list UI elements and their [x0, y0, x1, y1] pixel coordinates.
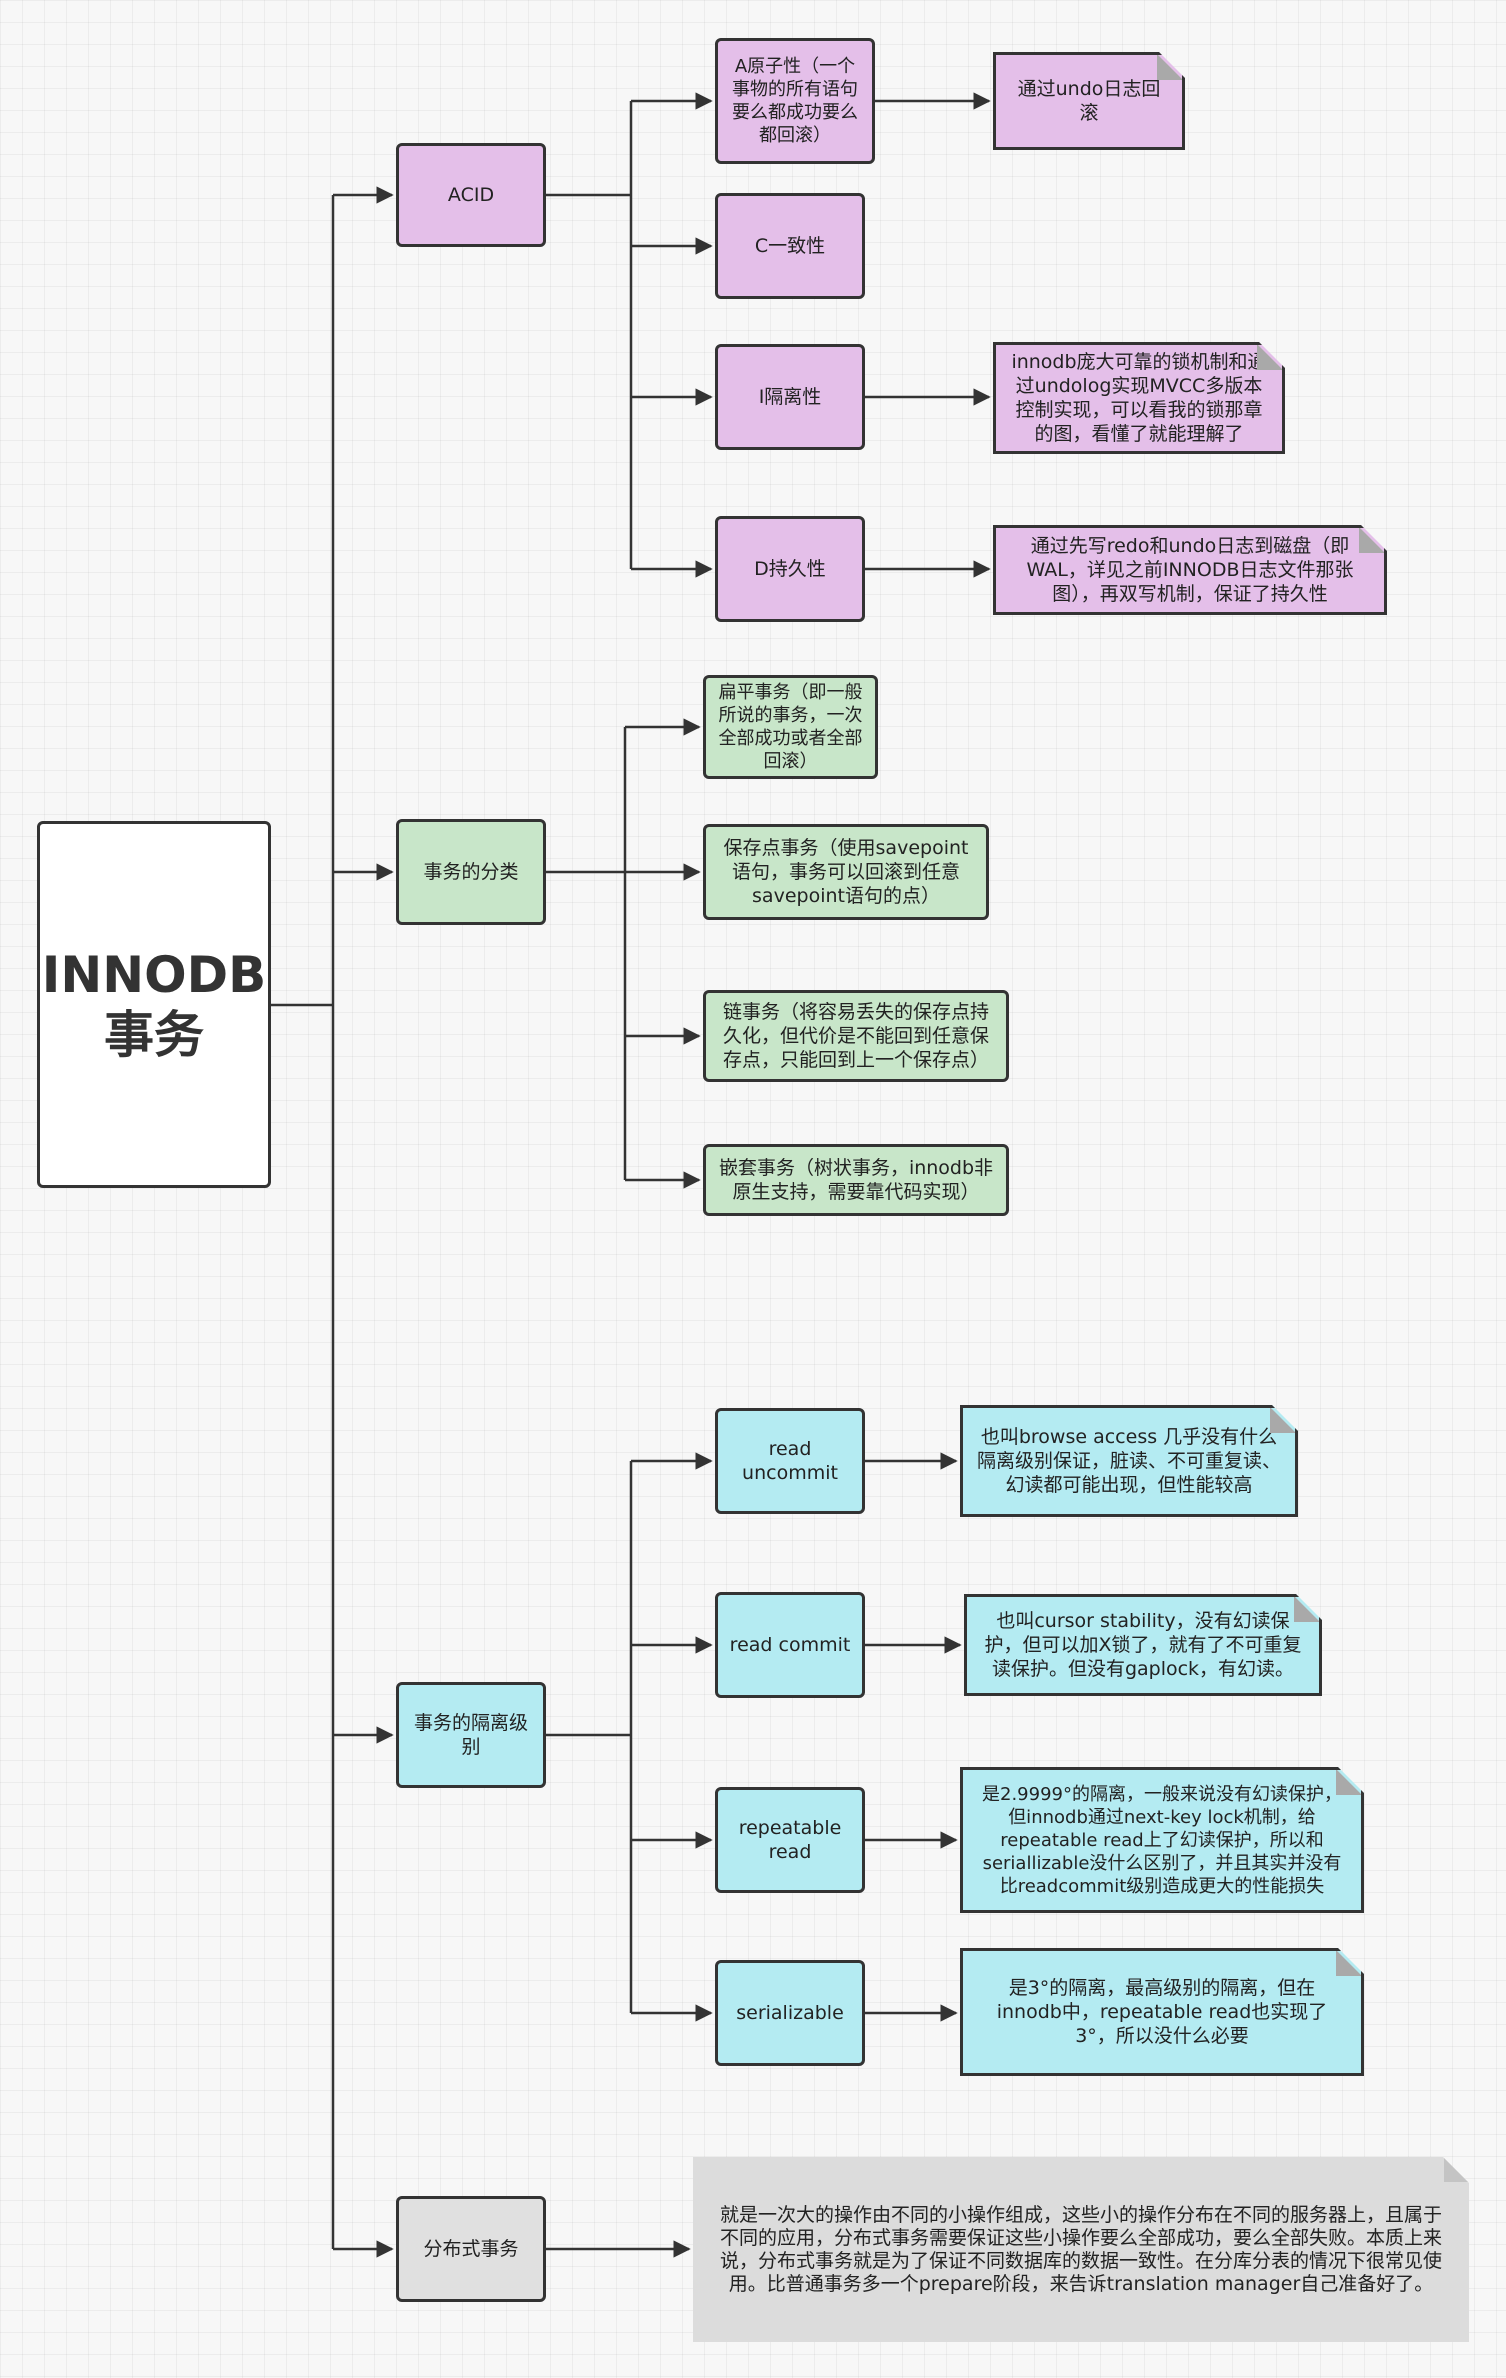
note-fold-icon [1359, 527, 1385, 553]
note-fold-icon [1270, 1407, 1296, 1433]
type-nested-label: 嵌套事务（树状事务，innodb非原生支持，需要靠代码实现） [718, 1157, 994, 1203]
note-atomicity-text: 通过undo日志回滚 [1017, 78, 1161, 124]
acid-isolation[interactable]: I隔离性 [715, 344, 865, 450]
note-fold-icon [1294, 1596, 1320, 1622]
acid-consistency-label: C一致性 [754, 235, 826, 257]
note-durability[interactable]: 通过先写redo和undo日志到磁盘（即WAL，详见之前INNODB日志文件那张… [993, 525, 1387, 615]
note-read-uncommit[interactable]: 也叫browse access 几乎没有什么隔离级别保证，脏读、不可重复读、幻读… [960, 1405, 1298, 1517]
acid-durability-label: D持久性 [754, 558, 826, 580]
note-read-commit-text: 也叫cursor stability，没有幻读保护，但可以加X锁了，就有了不可重… [984, 1610, 1302, 1680]
level-repeatable-read-label: repeatable read [738, 1817, 842, 1863]
note-read-commit[interactable]: 也叫cursor stability，没有幻读保护，但可以加X锁了，就有了不可重… [964, 1594, 1322, 1696]
level-serializable[interactable]: serializable [715, 1960, 865, 2066]
category-types-label: 事务的分类 [423, 861, 519, 883]
note-read-uncommit-text: 也叫browse access 几乎没有什么隔离级别保证，脏读、不可重复读、幻读… [977, 1426, 1282, 1496]
note-fold-icon [1336, 1950, 1362, 1976]
note-serializable-text: 是3°的隔离，最高级别的隔离，但在innodb中，repeatable read… [996, 1977, 1328, 2047]
note-distributed-text: 就是一次大的操作由不同的小操作组成，这些小的操作分布在不同的服务器上，且属于不同… [719, 2203, 1442, 2295]
type-flat-label: 扁平事务（即一般所说的事务，一次全部成功或者全部回滚） [718, 682, 863, 772]
type-chained[interactable]: 链事务（将容易丢失的保存点持久化，但代价是不能回到任意保存点，只能回到上一个保存… [703, 990, 1009, 1082]
acid-durability[interactable]: D持久性 [715, 516, 865, 622]
note-repeatable-read[interactable]: 是2.9999°的隔离，一般来说没有幻读保护，但innodb通过next-key… [960, 1767, 1364, 1913]
root-title-line1: INNODB [41, 945, 267, 1004]
type-savepoint-label: 保存点事务（使用savepoint语句，事务可以回滚到任意savepoint语句… [723, 837, 969, 907]
category-isolation-label: 事务的隔离级别 [413, 1712, 528, 1758]
type-nested[interactable]: 嵌套事务（树状事务，innodb非原生支持，需要靠代码实现） [703, 1144, 1009, 1216]
note-fold-icon [1444, 2157, 1469, 2182]
acid-consistency[interactable]: C一致性 [715, 193, 865, 299]
acid-atomicity[interactable]: A原子性（一个事物的所有语句要么都成功要么都回滚） [715, 38, 875, 164]
category-distributed[interactable]: 分布式事务 [396, 2196, 546, 2302]
root-node[interactable]: INNODB 事务 [37, 821, 271, 1188]
note-fold-icon [1157, 54, 1183, 80]
note-distributed[interactable]: 就是一次大的操作由不同的小操作组成，这些小的操作分布在不同的服务器上，且属于不同… [693, 2157, 1469, 2342]
root-title-line2: 事务 [104, 1005, 204, 1064]
acid-isolation-label: I隔离性 [758, 386, 822, 408]
level-repeatable-read[interactable]: repeatable read [715, 1787, 865, 1893]
acid-atomicity-label: A原子性（一个事物的所有语句要么都成功要么都回滚） [732, 56, 858, 146]
note-durability-text: 通过先写redo和undo日志到磁盘（即WAL，详见之前INNODB日志文件那张… [1026, 535, 1354, 605]
level-read-uncommit[interactable]: read uncommit [715, 1408, 865, 1514]
category-isolation-levels[interactable]: 事务的隔离级别 [396, 1682, 546, 1788]
type-savepoint[interactable]: 保存点事务（使用savepoint语句，事务可以回滚到任意savepoint语句… [703, 824, 989, 920]
category-acid[interactable]: ACID [396, 143, 546, 247]
category-distributed-label: 分布式事务 [423, 2238, 519, 2260]
type-chained-label: 链事务（将容易丢失的保存点持久化，但代价是不能回到任意保存点，只能回到上一个保存… [722, 1001, 989, 1071]
note-fold-icon [1257, 344, 1283, 370]
category-acid-label: ACID [447, 184, 495, 206]
note-repeatable-read-text: 是2.9999°的隔离，一般来说没有幻读保护，但innodb通过next-key… [982, 1783, 1342, 1897]
level-serializable-label: serializable [736, 2002, 844, 2024]
note-isolation-text: innodb庞大可靠的锁机制和通过undolog实现MVCC多版本控制实现，可以… [1011, 351, 1267, 445]
note-isolation[interactable]: innodb庞大可靠的锁机制和通过undolog实现MVCC多版本控制实现，可以… [993, 342, 1285, 454]
note-serializable[interactable]: 是3°的隔离，最高级别的隔离，但在innodb中，repeatable read… [960, 1948, 1364, 2076]
level-read-uncommit-label: read uncommit [742, 1438, 838, 1484]
category-transaction-types[interactable]: 事务的分类 [396, 819, 546, 925]
note-fold-icon [1336, 1769, 1362, 1795]
level-read-commit[interactable]: read commit [715, 1592, 865, 1698]
type-flat[interactable]: 扁平事务（即一般所说的事务，一次全部成功或者全部回滚） [703, 675, 878, 779]
note-atomicity[interactable]: 通过undo日志回滚 [993, 52, 1185, 150]
level-read-commit-label: read commit [729, 1634, 851, 1656]
